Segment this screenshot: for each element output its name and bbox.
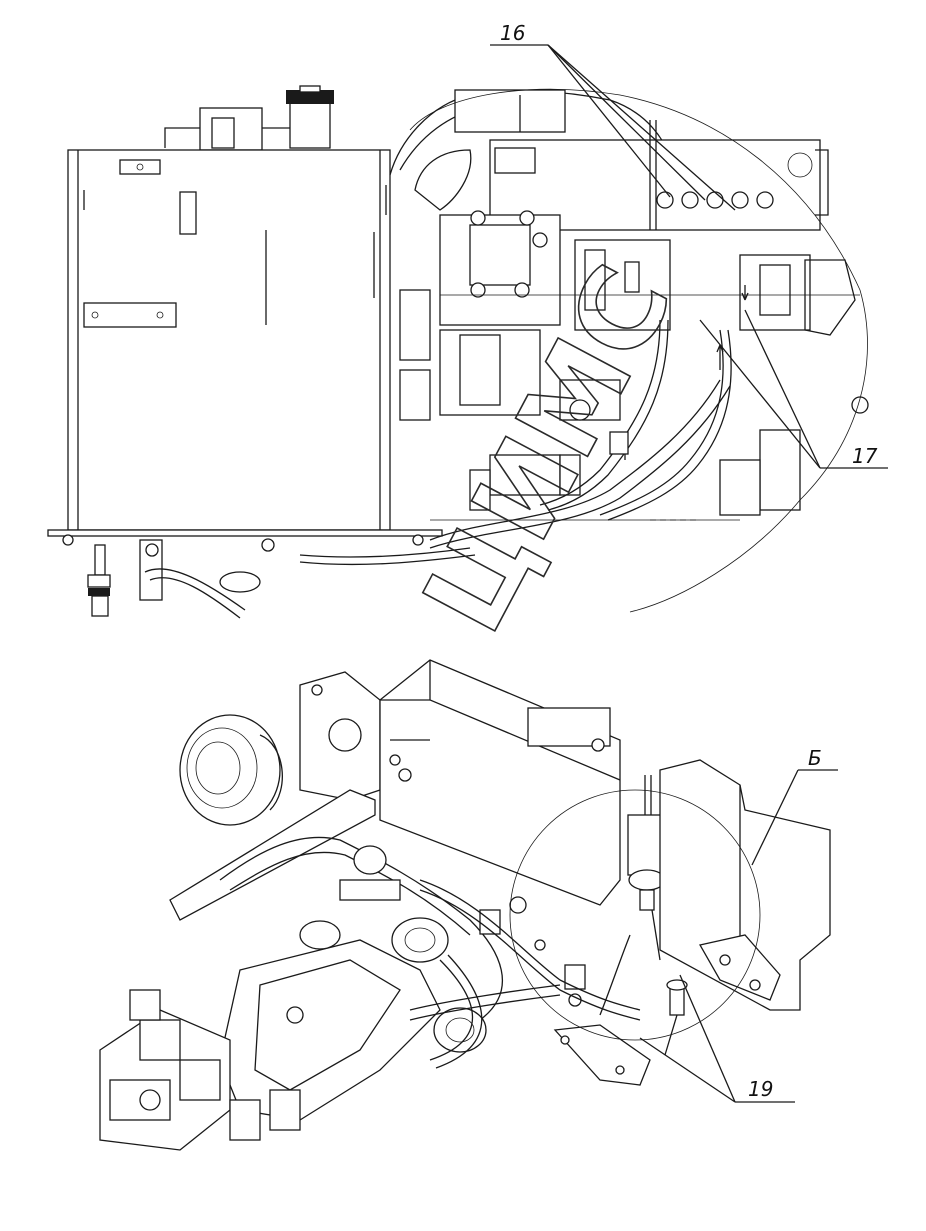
hydraulic-tank [47,149,443,619]
top-engine-view [47,85,869,619]
callout-16-label: 16 [500,21,525,45]
callout-19-label: 19 [748,1077,773,1101]
oil-sump [219,939,441,1121]
detail-b-circle [509,789,761,1041]
isometric-engine-view [99,659,831,1151]
callout-16: 16 [490,21,736,211]
callout-b-label: Б [808,746,822,770]
engine-block [299,89,869,566]
lower-bracket [553,1024,651,1086]
tank-isometric [379,659,621,951]
callout-17-label: 17 [852,444,878,468]
callout-19: 19 [639,974,795,1103]
support-strut [169,789,376,921]
detail-view-arc [409,88,868,613]
engine-isometric [219,836,641,1141]
frame-plate [659,759,831,1011]
filler-cap [164,85,334,151]
air-filter [179,714,283,826]
callout-b: Б [751,746,838,866]
callout-17: 17 [699,309,888,469]
gearbox [99,989,231,1151]
